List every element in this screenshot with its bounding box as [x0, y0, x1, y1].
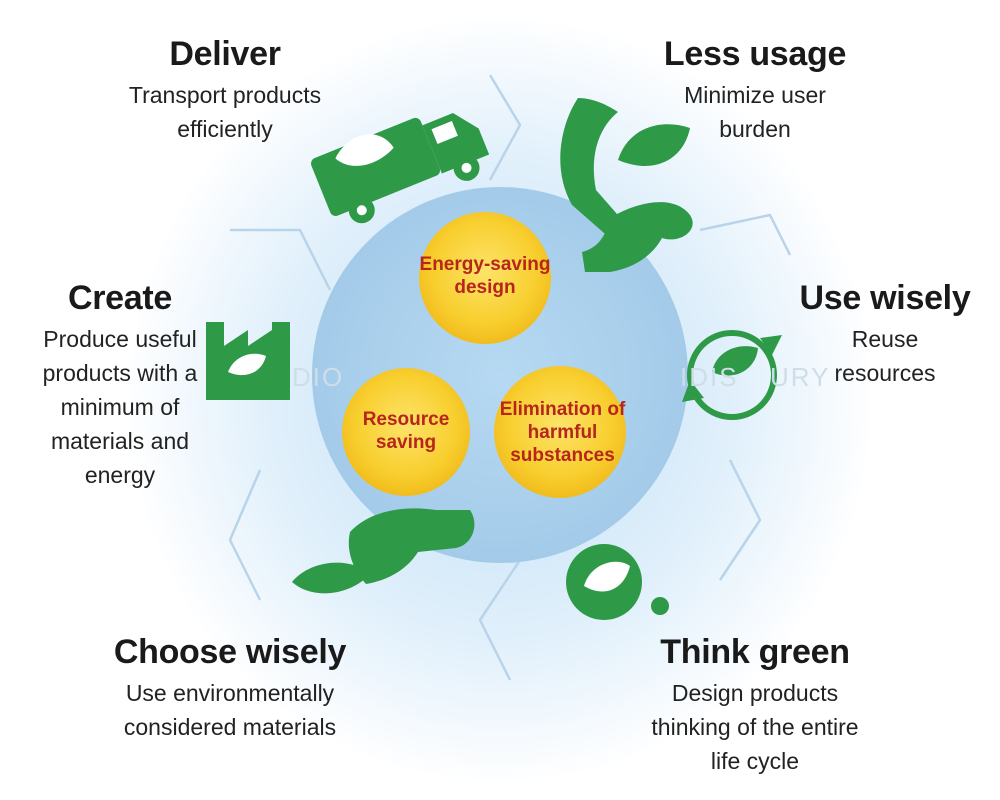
stage-description: Design products thinking of the entire l… [651, 680, 859, 774]
stage-description: Reuse resources [834, 326, 936, 386]
stage-create: Create Produce useful products with a mi… [20, 278, 220, 492]
stage-use-wisely: Use wisely Reuse resources [780, 278, 990, 390]
bubble-resource [342, 368, 470, 496]
bubble-energy [419, 212, 551, 344]
center-label-harmful: Elimination of harmful substances [499, 399, 626, 466]
connector-top [488, 74, 522, 181]
stage-think-green: Think green Design products thinking of … [620, 632, 890, 778]
connector-lines [228, 74, 792, 681]
connector-lower-right [718, 459, 762, 581]
hands-leaf-icon [560, 98, 693, 272]
magnifier-leaf-icon [566, 544, 669, 620]
bubble-harmful [494, 366, 626, 498]
svg-text:IDIS: IDIS [680, 362, 739, 392]
stage-description: Transport products efficiently [128, 82, 322, 142]
stage-title: Choose wisely [113, 633, 347, 671]
stage-choose-wisely: Choose wisely Use environmentally consid… [70, 632, 390, 744]
svg-text:URY: URY [770, 362, 830, 392]
connector-bottom [478, 559, 522, 681]
stage-deliver: Deliver Transport products efficiently [90, 34, 360, 146]
stage-title: Less usage [663, 35, 847, 73]
factory-icon: DIO [206, 322, 344, 400]
truck-icon [311, 112, 490, 224]
connector-lower-left [228, 469, 262, 601]
stage-title: Deliver [169, 35, 281, 73]
hand-leaf-icon [292, 508, 475, 594]
stage-description: Minimize user burden [684, 82, 826, 142]
center-label-resource: Resource saving [362, 409, 450, 453]
stage-description: Use environmentally considered materials [123, 680, 337, 740]
svg-text:DIO: DIO [292, 362, 344, 392]
stage-less-usage: Less usage Minimize user burden [620, 34, 890, 146]
stage-title: Use wisely [799, 279, 971, 317]
connector-upper-left [230, 228, 332, 291]
recycle-icon: IDIS URY [680, 330, 830, 420]
center-label-energy: Energy-saving design [419, 254, 551, 298]
stage-description: Produce useful products with a minimum o… [42, 326, 198, 488]
stage-title: Think green [660, 633, 850, 671]
stage-title: Create [67, 279, 173, 317]
connector-upper-right [699, 213, 792, 256]
